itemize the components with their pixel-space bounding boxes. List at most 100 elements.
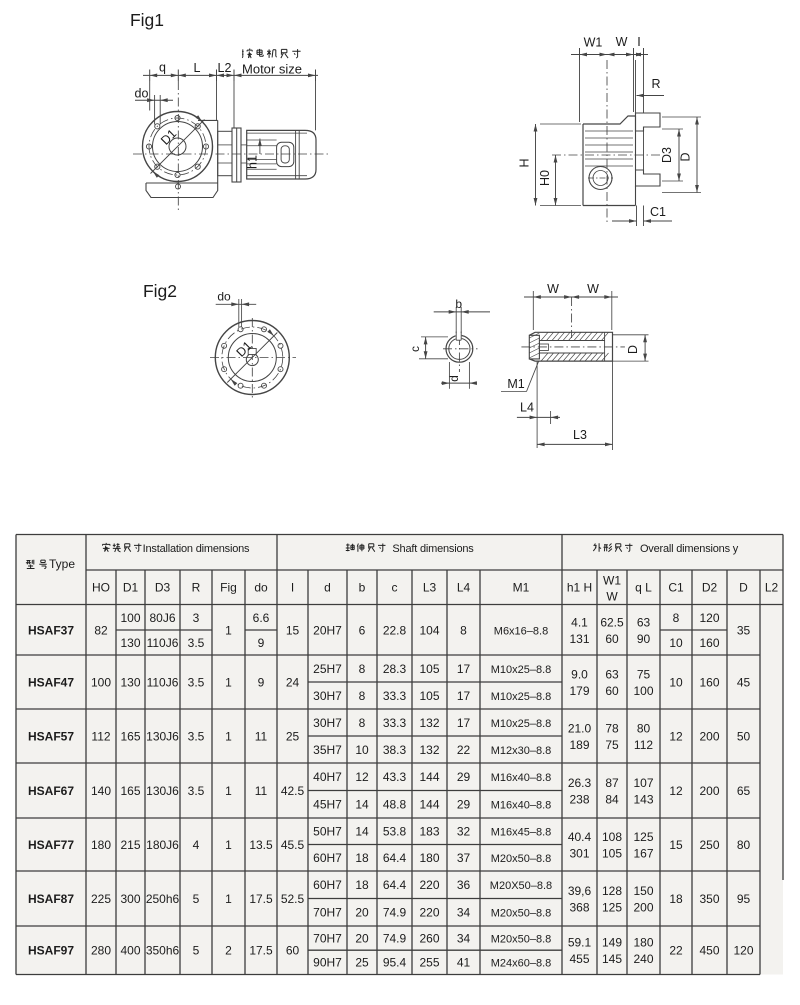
svg-text:34: 34 [457, 906, 471, 920]
svg-text:d: d [324, 581, 331, 595]
svg-text:455: 455 [569, 952, 589, 966]
svg-text:Type: Type [49, 557, 75, 571]
svg-text:74.9: 74.9 [383, 931, 407, 945]
svg-text:165: 165 [120, 784, 140, 798]
svg-text:2: 2 [225, 944, 232, 958]
svg-text:105: 105 [602, 846, 622, 860]
svg-text:M20x50–8.8: M20x50–8.8 [491, 933, 552, 945]
svg-text:20: 20 [355, 931, 369, 945]
svg-text:3.5: 3.5 [188, 675, 205, 689]
svg-text:107: 107 [633, 776, 653, 790]
svg-text:110J6: 110J6 [147, 636, 179, 650]
svg-text:M20x50–8.8: M20x50–8.8 [491, 908, 552, 920]
svg-text:167: 167 [633, 846, 653, 860]
svg-text:17.5: 17.5 [249, 944, 273, 958]
svg-text:14: 14 [355, 825, 369, 839]
svg-text:C1: C1 [650, 205, 666, 219]
svg-text:HSAF37: HSAF37 [28, 623, 74, 637]
svg-text:1: 1 [225, 838, 232, 852]
svg-text:140: 140 [91, 784, 111, 798]
svg-text:108: 108 [602, 830, 622, 844]
svg-text:64.4: 64.4 [383, 878, 407, 892]
svg-text:128: 128 [602, 884, 622, 898]
svg-text:33.3: 33.3 [383, 689, 407, 703]
svg-text:150: 150 [633, 884, 653, 898]
svg-text:78: 78 [605, 721, 619, 735]
svg-text:183: 183 [419, 825, 439, 839]
svg-text:215: 215 [120, 838, 140, 852]
svg-text:q L: q L [635, 581, 652, 595]
svg-text:21.0: 21.0 [568, 721, 592, 735]
svg-text:301: 301 [569, 846, 589, 860]
svg-text:Fig2: Fig2 [143, 281, 177, 301]
svg-text:5: 5 [193, 892, 200, 906]
svg-text:95.4: 95.4 [383, 956, 407, 970]
svg-text:9: 9 [258, 675, 265, 689]
svg-text:L2: L2 [765, 581, 779, 595]
svg-text:14: 14 [355, 798, 369, 812]
svg-text:105: 105 [419, 662, 439, 676]
svg-text:L4: L4 [520, 401, 534, 415]
svg-text:3: 3 [193, 611, 200, 625]
svg-text:220: 220 [419, 906, 439, 920]
svg-text:25: 25 [286, 729, 300, 743]
svg-text:HO: HO [92, 581, 110, 595]
svg-text:29: 29 [457, 770, 471, 784]
svg-text:R: R [192, 581, 201, 595]
svg-text:70H7: 70H7 [313, 906, 342, 920]
svg-text:180: 180 [633, 936, 653, 950]
svg-text:48.8: 48.8 [383, 798, 407, 812]
svg-text:W: W [547, 282, 559, 296]
svg-text:L3: L3 [423, 581, 437, 595]
svg-text:D3: D3 [155, 581, 171, 595]
svg-text:Motor size: Motor size [242, 62, 302, 77]
svg-text:450: 450 [699, 944, 719, 958]
svg-text:M1: M1 [513, 581, 530, 595]
svg-text:37: 37 [457, 851, 471, 865]
svg-text:39,6: 39,6 [568, 884, 592, 898]
svg-text:W: W [606, 590, 618, 604]
svg-text:100: 100 [120, 611, 140, 625]
svg-text:8: 8 [359, 716, 366, 730]
svg-text:R: R [651, 77, 660, 91]
svg-text:165: 165 [120, 729, 140, 743]
svg-text:HSAF87: HSAF87 [28, 892, 74, 906]
svg-text:20: 20 [355, 906, 369, 920]
svg-text:L4: L4 [457, 581, 471, 595]
svg-text:11: 11 [255, 729, 268, 743]
svg-text:65: 65 [737, 784, 751, 798]
svg-text:24: 24 [286, 675, 300, 689]
svg-text:8: 8 [673, 611, 680, 625]
svg-text:95: 95 [737, 892, 751, 906]
svg-text:32: 32 [457, 825, 471, 839]
svg-text:220: 220 [419, 878, 439, 892]
svg-text:do: do [217, 290, 231, 304]
svg-text:75: 75 [637, 667, 651, 681]
svg-text:15: 15 [669, 838, 683, 852]
svg-text:144: 144 [419, 798, 439, 812]
svg-text:200: 200 [699, 784, 719, 798]
svg-text:250h6: 250h6 [146, 892, 180, 906]
svg-text:40.4: 40.4 [568, 830, 592, 844]
svg-text:L3: L3 [573, 428, 587, 442]
svg-text:W1: W1 [584, 36, 603, 50]
svg-text:M12x30–8.8: M12x30–8.8 [491, 745, 552, 757]
svg-text:HSAF47: HSAF47 [28, 675, 74, 689]
svg-text:144: 144 [419, 770, 439, 784]
svg-text:63: 63 [605, 667, 619, 681]
svg-text:60: 60 [605, 684, 619, 698]
svg-text:200: 200 [699, 729, 719, 743]
svg-text:10: 10 [669, 636, 683, 650]
svg-text:64.4: 64.4 [383, 851, 407, 865]
svg-text:D: D [626, 345, 640, 354]
svg-text:W: W [616, 35, 628, 49]
svg-text:4.1: 4.1 [571, 615, 588, 629]
svg-text:240: 240 [633, 952, 653, 966]
svg-text:D2: D2 [702, 581, 718, 595]
svg-text:60: 60 [605, 632, 619, 646]
svg-text:22: 22 [457, 743, 471, 757]
svg-text:112: 112 [91, 729, 110, 743]
svg-text:8: 8 [460, 623, 467, 637]
svg-text:130J6: 130J6 [146, 784, 179, 798]
svg-text:8: 8 [359, 662, 366, 676]
